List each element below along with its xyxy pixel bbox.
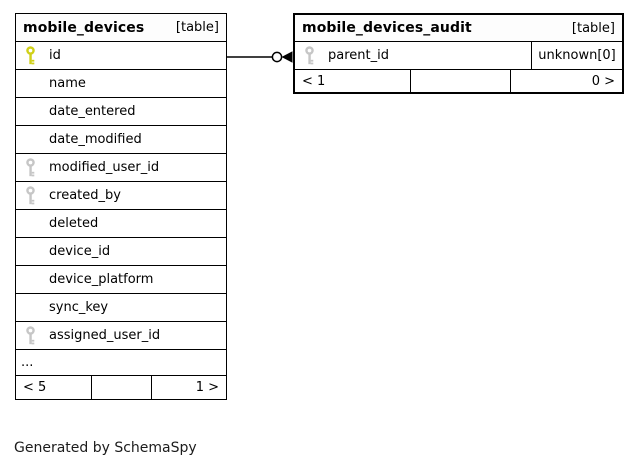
column-name: name [49, 76, 86, 91]
table-type-label: [table] [571, 20, 615, 36]
column-row-modified-user-id: modified_user_id [16, 154, 226, 182]
column-name: deleted [49, 216, 99, 231]
foreign-key-icon [16, 158, 49, 177]
foreign-key-icon [295, 46, 328, 65]
zero-or-one-circle [271, 51, 283, 63]
column-row-created-by: created_by [16, 182, 226, 210]
column-row-name: name [16, 70, 226, 98]
footer-middle-cell [410, 70, 512, 92]
table-name: mobile_devices_audit [302, 20, 472, 36]
foreign-key-icon [16, 326, 49, 345]
primary-key-icon [16, 46, 49, 65]
footer-children-count: 0 > [591, 73, 615, 89]
column-name: date_modified [49, 132, 142, 147]
column-row-deleted: deleted [16, 210, 226, 238]
column-name: device_id [49, 244, 111, 259]
table-node-mobile-devices[interactable]: mobile_devices [table] id name date_ente… [15, 13, 227, 400]
column-row-sync-key: sync_key [16, 294, 226, 322]
footer-middle-cell [91, 376, 152, 399]
table-footer: < 1 0 > [295, 70, 622, 92]
column-name: id [49, 48, 61, 63]
column-row-device-platform: device_platform [16, 266, 226, 294]
column-name: sync_key [49, 300, 109, 315]
column-type-annotation: unknown[0] [531, 42, 622, 69]
column-row-date-modified: date_modified [16, 126, 226, 154]
column-row-parent-id: parent_id unknown[0] [295, 42, 622, 70]
column-name: device_platform [49, 272, 154, 287]
column-row-date-entered: date_entered [16, 98, 226, 126]
table-header: mobile_devices [table] [16, 14, 226, 42]
column-name: assigned_user_id [49, 328, 161, 343]
table-header: mobile_devices_audit [table] [295, 15, 622, 42]
column-name: created_by [49, 188, 121, 203]
generator-credit: Generated by SchemaSpy [14, 440, 197, 456]
footer-parents-count: < 5 [23, 380, 47, 395]
column-row-id: id [16, 42, 226, 70]
column-name: modified_user_id [49, 160, 160, 175]
table-type-label: [table] [175, 20, 219, 35]
footer-children-count: 1 > [195, 380, 219, 395]
columns-ellipsis: ... [16, 350, 226, 376]
arrowhead-icon [281, 51, 293, 63]
foreign-key-icon [16, 186, 49, 205]
column-row-device-id: device_id [16, 238, 226, 266]
table-footer: < 5 1 > [16, 376, 226, 399]
table-name: mobile_devices [23, 19, 145, 36]
column-name: date_entered [49, 104, 136, 119]
column-name: parent_id [328, 48, 389, 63]
footer-parents-count: < 1 [302, 73, 326, 89]
column-row-assigned-user-id: assigned_user_id [16, 322, 226, 350]
table-node-mobile-devices-audit[interactable]: mobile_devices_audit [table] parent_id u… [293, 13, 624, 94]
